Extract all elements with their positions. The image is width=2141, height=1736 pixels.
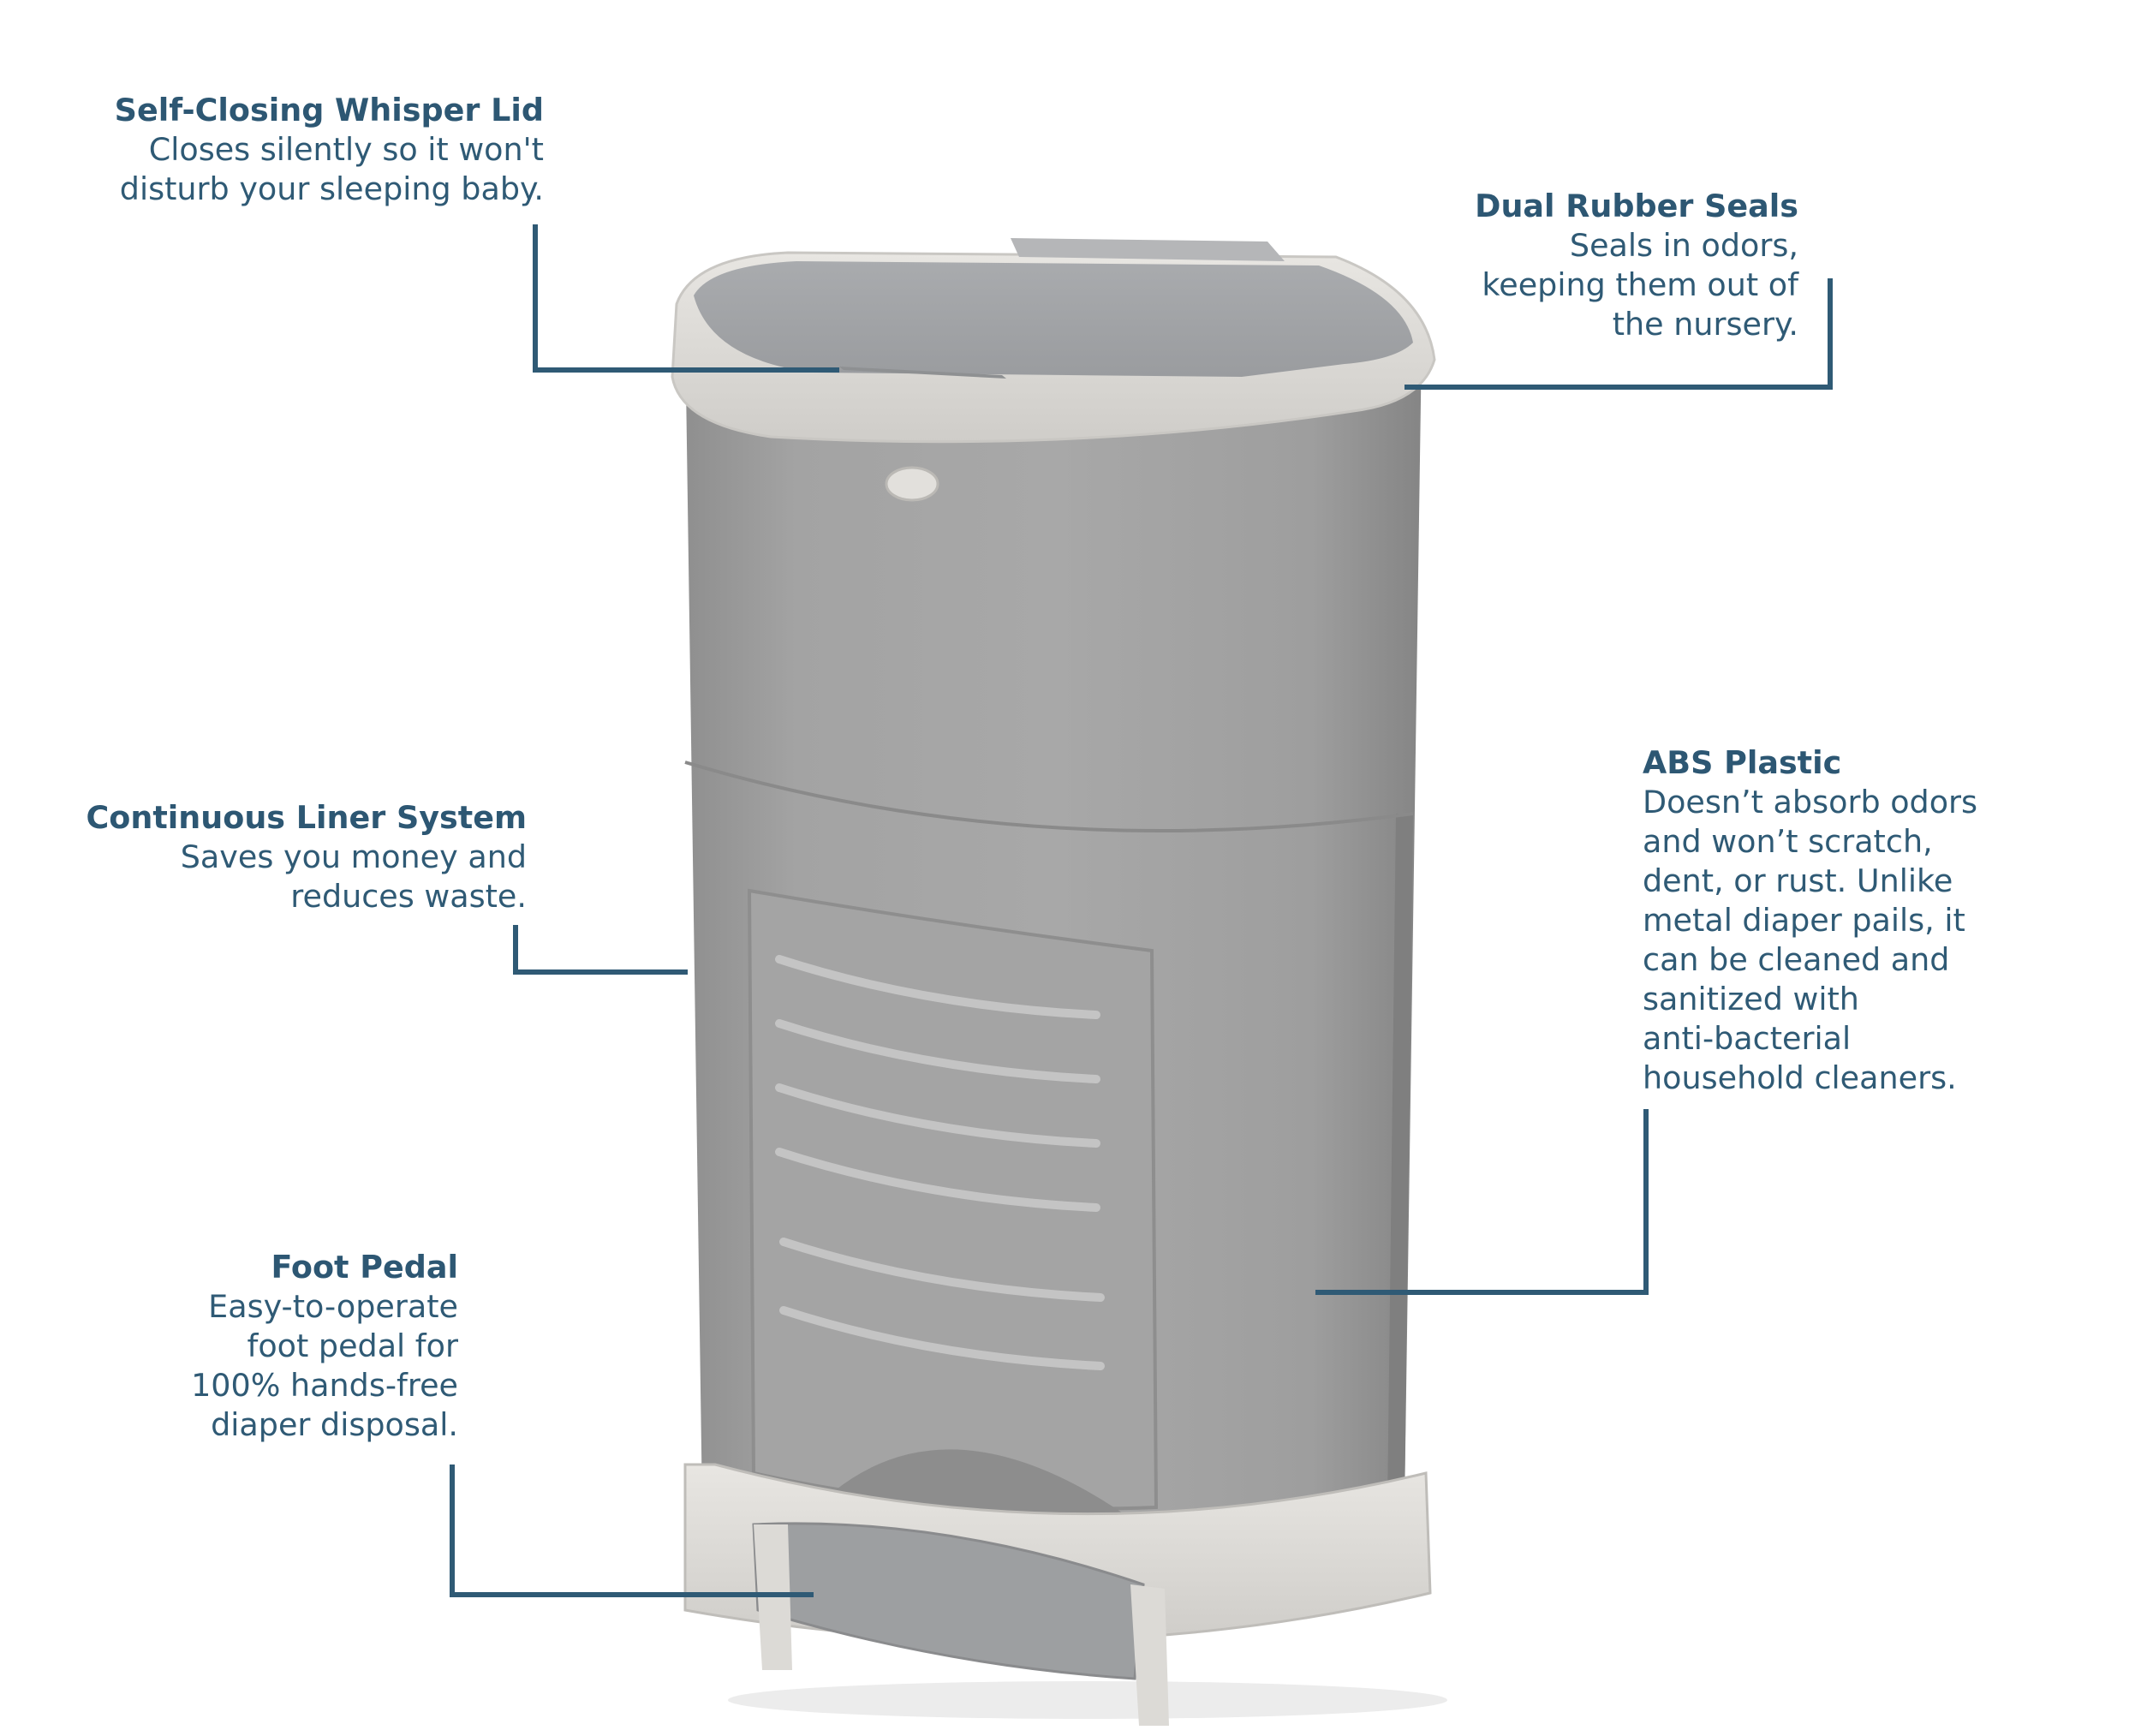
callout-seals-line: Seals in odors, bbox=[1569, 227, 1798, 264]
callout-pedal-line: foot pedal for bbox=[247, 1327, 458, 1364]
callout-pedal-line: diaper disposal. bbox=[211, 1406, 458, 1443]
callout-seals-line: the nursery. bbox=[1612, 306, 1798, 343]
callout-pedal-title: Foot Pedal bbox=[271, 1249, 458, 1286]
door-panel bbox=[747, 888, 1159, 1511]
lid-hinge bbox=[1011, 238, 1285, 261]
callout-plastic-line: sanitized with bbox=[1643, 981, 1859, 1017]
lid-front-strip bbox=[839, 367, 1006, 379]
callout-lid-line: Closes silently so it won't bbox=[148, 131, 544, 168]
floor-shadow bbox=[728, 1681, 1447, 1719]
callout-plastic-line: household cleaners. bbox=[1643, 1059, 1957, 1096]
callout-plastic-line: can be cleaned and bbox=[1643, 941, 1950, 978]
pedal-leader-line bbox=[450, 1465, 814, 1597]
callout-liner-line: reduces waste. bbox=[290, 878, 527, 915]
callout-liner-title: Continuous Liner System bbox=[86, 799, 527, 836]
lid-leader-line bbox=[533, 224, 839, 373]
callout-pedal-line: 100% hands-free bbox=[191, 1367, 458, 1404]
callout-seals-title: Dual Rubber Seals bbox=[1475, 188, 1798, 224]
plastic-leader-line bbox=[1315, 1109, 1649, 1295]
vent-ridges bbox=[775, 955, 1105, 1370]
foot-pedal bbox=[752, 1522, 1145, 1680]
lid-top bbox=[694, 261, 1413, 377]
callout-plastic: ABS Plastic Doesn’t absorb odors and won… bbox=[1643, 743, 1977, 1098]
callout-pedal-line: Easy-to-operate bbox=[208, 1288, 458, 1325]
release-button bbox=[885, 466, 939, 502]
callout-plastic-line: dent, or rust. Unlike bbox=[1643, 862, 1953, 899]
seals-leader-line bbox=[1404, 278, 1833, 390]
callout-plastic-line: Doesn’t absorb odors bbox=[1643, 784, 1978, 820]
leader-lines bbox=[450, 224, 1833, 1597]
callout-plastic-line: and won’t scratch, bbox=[1643, 823, 1933, 860]
liner-leader-line bbox=[513, 925, 688, 975]
pail-seam bbox=[684, 761, 1414, 832]
callout-lid-title: Self-Closing Whisper Lid bbox=[114, 92, 544, 128]
pail-side-panel bbox=[1387, 814, 1413, 1507]
callout-liner: Continuous Liner System Saves you money … bbox=[86, 798, 527, 916]
callout-liner-line: Saves you money and bbox=[180, 838, 527, 875]
callout-seals: Dual Rubber Seals Seals in odors, keepin… bbox=[1475, 187, 1798, 344]
callout-lid: Self-Closing Whisper Lid Closes silently… bbox=[115, 91, 544, 209]
callout-plastic-line: anti-bacterial bbox=[1643, 1020, 1852, 1057]
callout-lid-line: disturb your sleeping baby. bbox=[119, 170, 544, 207]
callout-plastic-title: ABS Plastic bbox=[1643, 744, 1842, 781]
callout-pedal: Foot Pedal Easy-to-operate foot pedal fo… bbox=[191, 1248, 458, 1445]
callout-plastic-line: metal diaper pails, it bbox=[1643, 902, 1965, 939]
callout-seals-line: keeping them out of bbox=[1482, 266, 1798, 303]
